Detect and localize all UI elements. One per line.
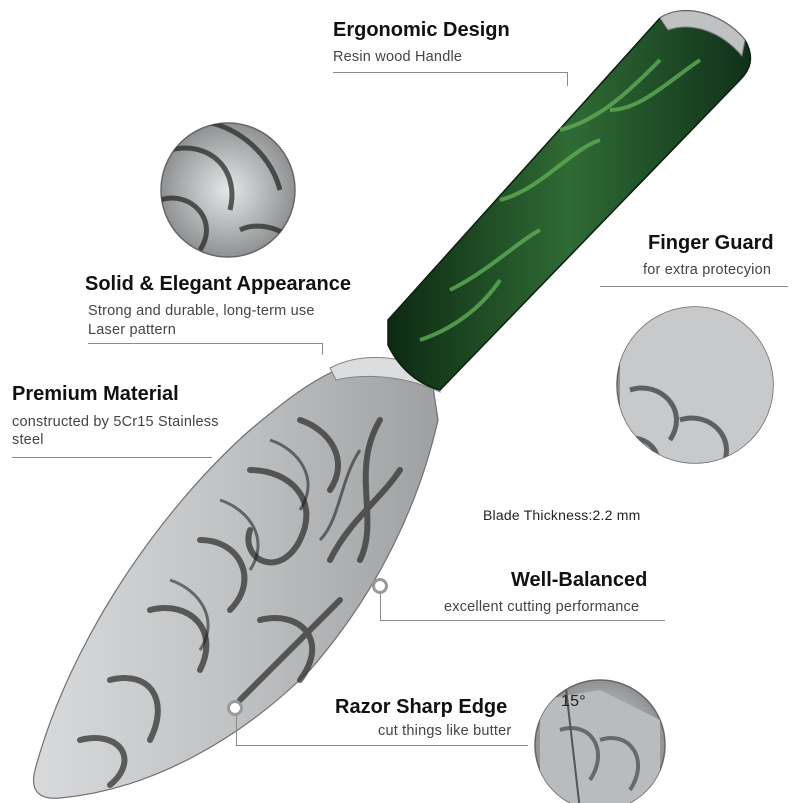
connector-line-finger-guard: [600, 286, 788, 287]
connector-line-ergonomic: [333, 72, 568, 73]
razor-edge-subtitle: cut things like butter: [378, 723, 512, 739]
premium-material-line-2: steel: [12, 432, 44, 448]
well-balanced-subtitle: excellent cutting performance: [444, 599, 640, 615]
ergonomic-design-subtitle: Resin wood Handle: [333, 49, 463, 65]
connector-line-appearance-drop: [322, 343, 323, 355]
finger-guard-title: Finger Guard: [648, 232, 774, 254]
finger-guard-zoom-circle: [616, 306, 774, 464]
appearance-line-2: Laser pattern: [88, 322, 177, 338]
connector-line-appearance: [88, 343, 323, 344]
premium-material-line-1: constructed by 5Cr15 Stainless: [12, 414, 219, 430]
finger-guard-subtitle: for extra protecyion: [643, 262, 772, 278]
marker-ring-razor: [227, 700, 243, 716]
knife-handle: [387, 10, 752, 391]
connector-line-balanced: [380, 620, 665, 621]
blade-thickness-text: Blade Thickness:2.2 mm: [483, 507, 641, 523]
connector-line-razor: [236, 745, 528, 746]
edge-angle-label: 15°: [561, 693, 586, 710]
appearance-line-1: Strong and durable, long-term use: [88, 303, 315, 319]
connector-line-balanced-drop: [380, 593, 381, 620]
connector-line-ergonomic-drop: [567, 72, 568, 86]
ergonomic-design-title: Ergonomic Design: [333, 19, 510, 41]
razor-edge-title: Razor Sharp Edge: [335, 696, 508, 718]
connector-line-razor-drop: [236, 712, 237, 745]
marker-ring-balanced: [372, 578, 388, 594]
connector-line-material: [12, 457, 212, 458]
premium-material-title: Premium Material: [12, 383, 179, 405]
knife-blade: [33, 364, 439, 799]
pattern-zoom-circle: [160, 122, 296, 258]
well-balanced-title: Well-Balanced: [511, 569, 648, 591]
appearance-title: Solid & Elegant Appearance: [85, 273, 351, 295]
edge-zoom-circle: [534, 679, 666, 803]
